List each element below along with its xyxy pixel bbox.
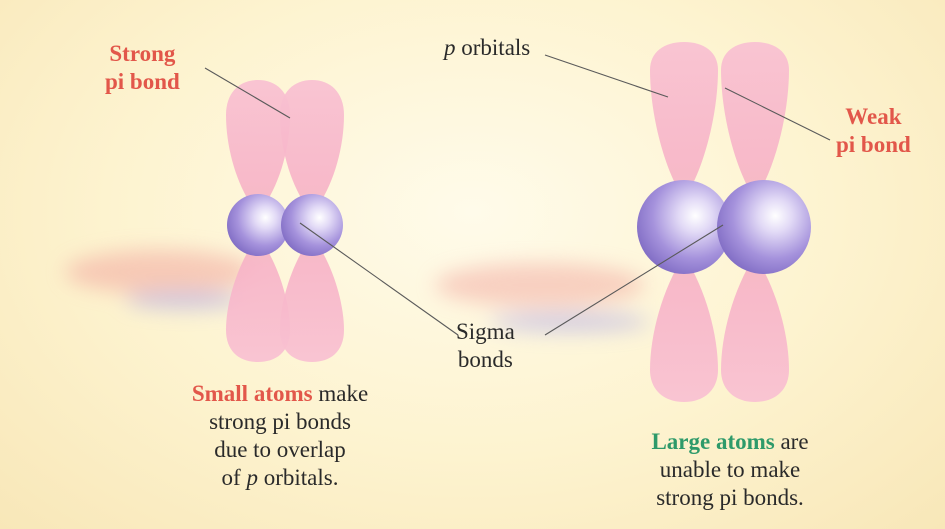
strong-pi-bond-label-line-1: Strong	[105, 40, 180, 68]
right-atom-1	[637, 180, 731, 274]
right-caption-line-3: strong pi bonds.	[615, 484, 845, 512]
left-orbital-lobe-top-2	[280, 80, 344, 214]
strong-pi-bond-label: Strong pi bond	[105, 40, 180, 96]
right-orbital-lobe-bottom-1	[650, 255, 718, 402]
right-molecule	[637, 42, 811, 402]
sigma-bonds-label-line-2: bonds	[456, 346, 515, 374]
right-orbital-lobe-top-2	[721, 42, 789, 200]
p-orbitals-label-rest: orbitals	[456, 35, 531, 60]
left-caption-line-2: strong pi bonds	[165, 408, 395, 436]
left-atom-1	[227, 194, 289, 256]
left-caption-highlight: Small atoms	[192, 381, 313, 406]
strong-pi-bond-label-line-2: pi bond	[105, 68, 180, 96]
left-caption: Small atoms make strong pi bonds due to …	[165, 380, 395, 492]
weak-pi-bond-label-line-1: Weak	[836, 103, 911, 131]
right-caption-line-2: unable to make	[615, 456, 845, 484]
right-caption-line-1-rest: are	[780, 429, 808, 454]
sigma-bonds-label: Sigma bonds	[456, 318, 515, 374]
right-caption: Large atoms are unable to make strong pi…	[615, 428, 845, 512]
left-caption-line-4-italic: p	[246, 465, 258, 490]
left-molecule	[226, 80, 344, 362]
weak-pi-bond-label-line-2: pi bond	[836, 131, 911, 159]
right-orbital-lobe-top-1	[650, 42, 718, 200]
left-caption-line-4-suffix: orbitals.	[258, 465, 339, 490]
left-orbital-lobe-top-1	[226, 80, 290, 214]
left-shadow	[65, 250, 255, 309]
weak-pi-bond-label: Weak pi bond	[836, 103, 911, 159]
p-orbitals-label: p orbitals	[444, 34, 530, 62]
p-orbitals-label-italic: p	[444, 35, 456, 60]
left-caption-line-1-rest: make	[318, 381, 368, 406]
sigma-bonds-label-line-1: Sigma	[456, 318, 515, 346]
right-atom-2	[717, 180, 811, 274]
right-orbital-lobe-bottom-2	[721, 255, 789, 402]
left-caption-line-4-prefix: of	[222, 465, 247, 490]
p-orbitals-leader	[545, 55, 668, 97]
left-caption-line-3: due to overlap	[165, 436, 395, 464]
right-caption-highlight: Large atoms	[651, 429, 774, 454]
